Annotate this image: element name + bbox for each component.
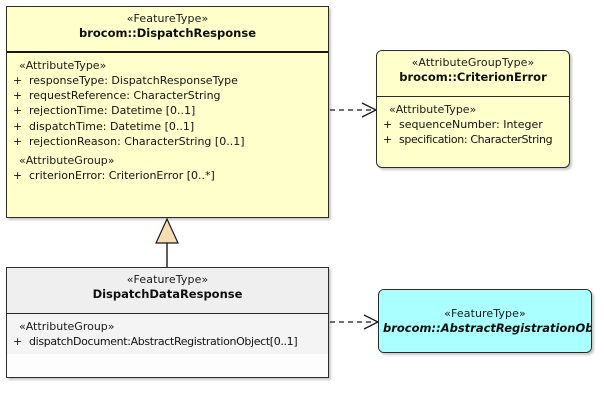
attribute-row[interactable]: + rejectionReason: CharacterString [0..1… — [13, 134, 324, 149]
class-header-criterion-error: «AttributeGroupType» brocom::CriterionEr… — [377, 51, 569, 97]
dependency-dispatchresponse-to-criterionerror — [330, 102, 378, 118]
attribute-text: dispatchDocument:AbstractRegistrationObj… — [29, 335, 298, 348]
class-box-criterion-error[interactable]: «AttributeGroupType» brocom::CriterionEr… — [376, 50, 570, 168]
section-group-label: «AttributeType» — [389, 103, 477, 116]
visibility-marker: + — [383, 133, 393, 147]
visibility-marker: + — [13, 74, 23, 87]
section-group-label: «AttributeType» — [19, 59, 107, 72]
visibility-marker: + — [13, 119, 23, 133]
attribute-text: rejectionReason: CharacterString [0..1] — [29, 134, 245, 148]
open-arrowhead-icon — [363, 314, 380, 330]
visibility-marker: + — [13, 168, 23, 182]
visibility-marker: + — [383, 118, 393, 131]
class-box-dispatch-response[interactable]: «FeatureType» brocom::DispatchResponse «… — [6, 6, 329, 218]
attribute-text: responseType: DispatchResponseType — [29, 74, 238, 87]
class-stereotype: «FeatureType» — [126, 12, 209, 25]
visibility-marker: + — [13, 89, 23, 103]
attribute-row[interactable]: + specification: CharacterString — [383, 132, 565, 147]
attribute-row[interactable]: + rejectionTime: Datetime [0..1] — [13, 103, 324, 118]
class-name: brocom::AbstractRegistrationObject — [383, 321, 591, 336]
class-name: brocom::CriterionError — [399, 70, 547, 85]
attribute-text: criterionError: CriterionError [0..*] — [29, 168, 215, 182]
attribute-text: sequenceNumber: Integer — [399, 118, 543, 131]
class-header-abstract-registration-object: «FeatureType» brocom::AbstractRegistrati… — [379, 290, 591, 352]
attribute-text: requestReference: CharacterString — [29, 89, 221, 103]
class-stereotype: «FeatureType» — [126, 273, 209, 286]
class-header-dispatch-response: «FeatureType» brocom::DispatchResponse — [7, 7, 328, 53]
class-name: DispatchDataResponse — [92, 287, 243, 302]
class-header-dispatch-data-response: «FeatureType» DispatchDataResponse — [7, 268, 328, 314]
attribute-row[interactable]: + responseType: DispatchResponseType — [13, 73, 324, 88]
class-body-dispatch-response: «AttributeType» + responseType: Dispatch… — [7, 53, 328, 189]
attribute-text: specification: CharacterString — [399, 133, 553, 147]
attribute-text: rejectionTime: Datetime [0..1] — [29, 104, 196, 118]
attribute-row[interactable]: + dispatchTime: Datetime [0..1] — [13, 119, 324, 134]
generalization-dispatchdataresponse-to-dispatchresponse — [155, 217, 179, 267]
section-group-label: «AttributeGroup» — [19, 320, 115, 333]
class-stereotype: «FeatureType» — [444, 306, 526, 320]
attribute-row[interactable]: + requestReference: CharacterString — [13, 88, 324, 103]
class-body-criterion-error: «AttributeType» + sequenceNumber: Intege… — [377, 97, 569, 153]
dependency-dispatchdataresponse-to-abstractregistrationobject — [330, 314, 380, 330]
class-name: brocom::DispatchResponse — [79, 26, 256, 41]
visibility-marker: + — [13, 335, 23, 348]
attribute-row[interactable]: + criterionError: CriterionError [0..*] — [13, 168, 324, 183]
class-stereotype: «AttributeGroupType» — [411, 56, 535, 69]
attribute-row[interactable]: + dispatchDocument:AbstractRegistrationO… — [13, 334, 324, 349]
class-box-abstract-registration-object[interactable]: «FeatureType» brocom::AbstractRegistrati… — [378, 289, 592, 353]
section-group-label: «AttributeGroup» — [19, 153, 115, 167]
open-arrowhead-icon — [361, 102, 378, 118]
hollow-triangle-icon — [155, 217, 179, 244]
attribute-text: dispatchTime: Datetime [0..1] — [29, 119, 195, 133]
visibility-marker: + — [13, 134, 23, 148]
class-box-dispatch-data-response[interactable]: «FeatureType» DispatchDataResponse «Attr… — [6, 267, 329, 378]
attribute-row[interactable]: + sequenceNumber: Integer — [383, 117, 565, 132]
class-body-dispatch-data-response: «AttributeGroup» + dispatchDocument:Abst… — [7, 314, 328, 355]
visibility-marker: + — [13, 104, 23, 118]
